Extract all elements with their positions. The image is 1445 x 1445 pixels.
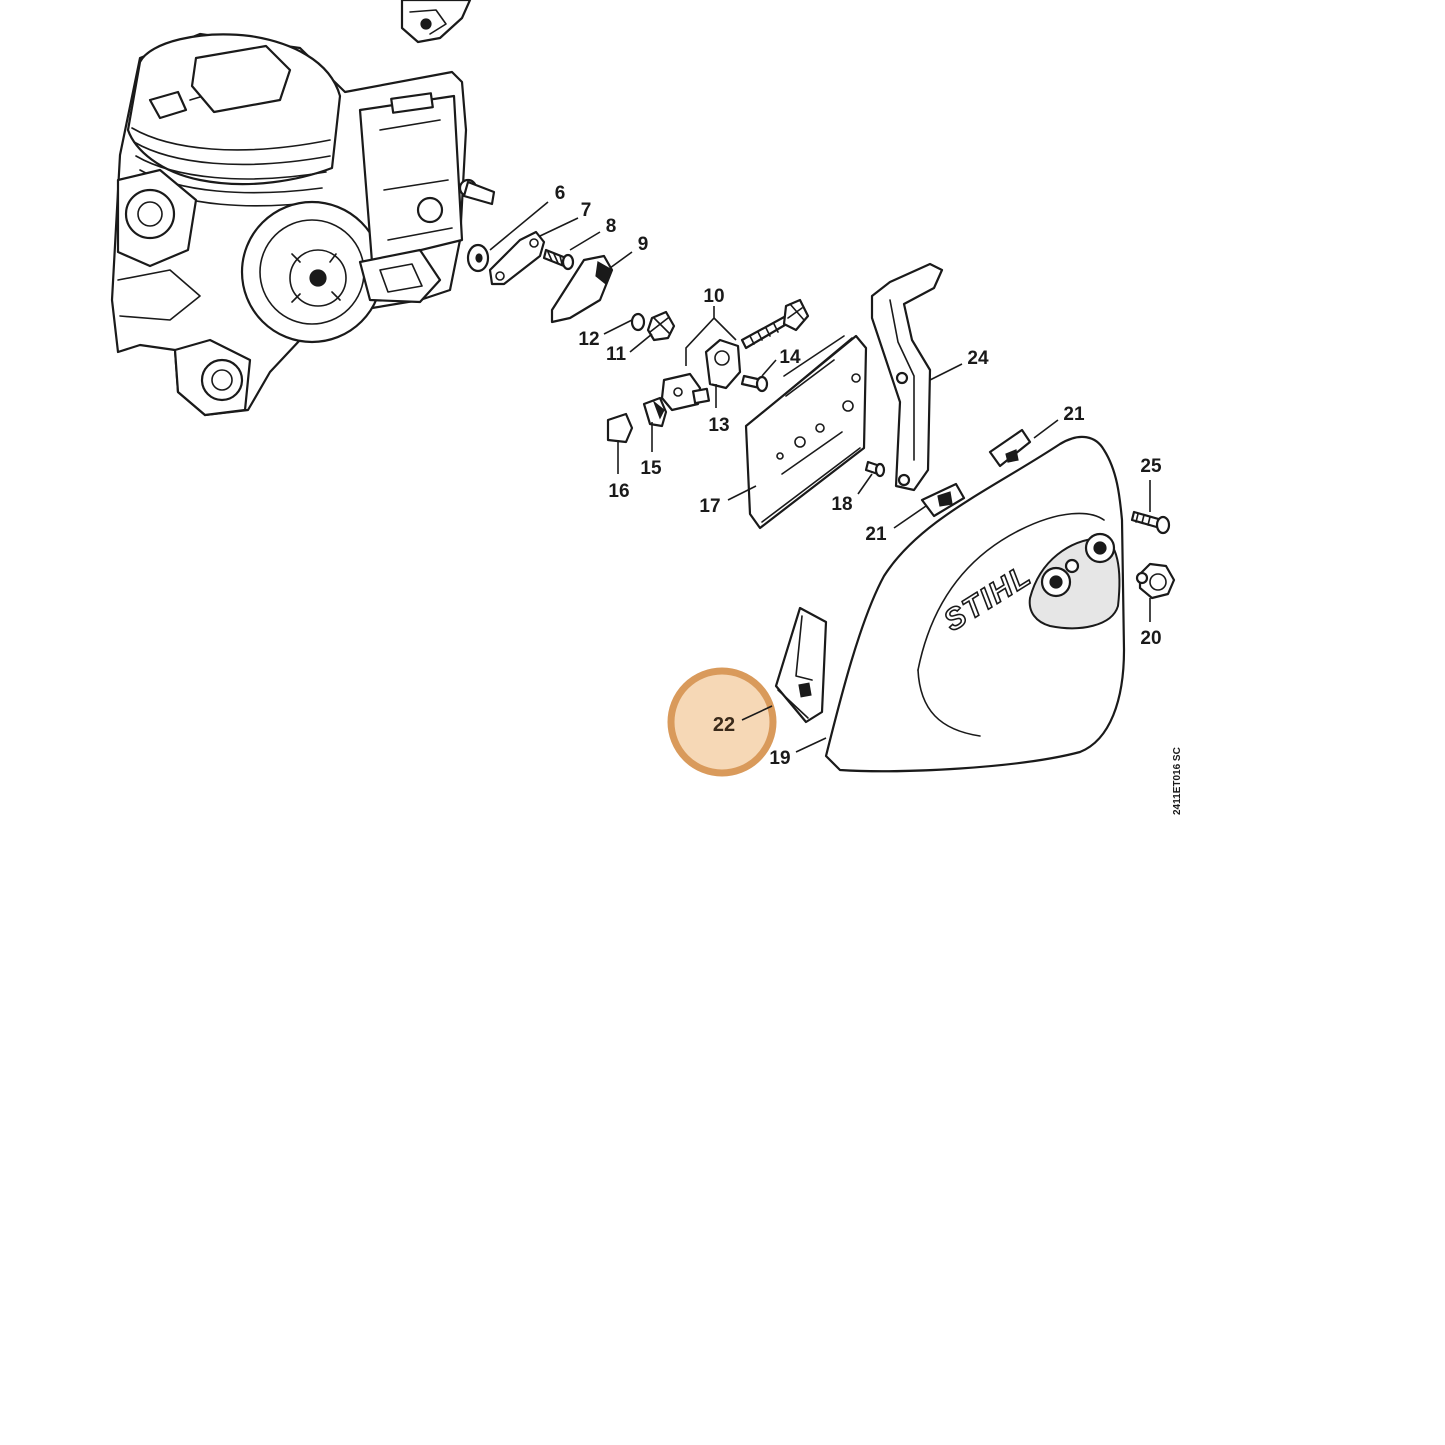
part-16-plug [606,412,634,444]
engine-housing [110,32,496,417]
part-21-pad-upper [988,428,1032,468]
part-21-pad-lower [920,482,966,518]
callout-25: 25 [1140,456,1162,477]
callout-11: 11 [606,344,627,365]
callout-12: 12 [578,329,599,350]
callout-21-lower: 21 [865,524,887,545]
part-25-screw [1130,510,1171,535]
callout-9: 9 [638,234,649,255]
callout-22: 22 [713,714,735,736]
part-8-screw [542,248,575,271]
part-15-clip [642,396,668,428]
callout-24: 24 [967,348,989,369]
part-24-bumper [870,262,944,492]
callout-14: 14 [779,347,801,368]
part-9-guide-block [550,254,614,324]
part-10-tensioner [660,298,810,412]
part-6-washer [466,243,490,273]
callout-18: 18 [831,494,852,515]
callout-19: 19 [769,748,790,769]
part-11-gear [646,310,676,342]
callout-13: 13 [708,415,729,436]
part-12-oring [630,312,646,332]
top-handle-fragment [400,0,472,44]
callout-7: 7 [581,200,592,221]
callout-10: 10 [703,286,724,307]
part-17-guide-plate [744,334,868,530]
callout-16: 16 [608,481,629,502]
part-22-insert [774,606,828,724]
document-code: 2411ET016 SC [1172,747,1183,815]
callout-20: 20 [1140,628,1161,649]
part-20-nut [1135,562,1176,600]
leader-lines [489,201,1151,753]
callouts: 6 7 8 9 10 11 12 13 14 15 16 17 18 19 20… [555,183,1162,769]
highlight-circle [667,667,777,777]
callout-17: 17 [699,496,720,517]
callout-8: 8 [606,216,617,237]
part-14-screw [740,374,769,393]
callout-15: 15 [640,458,662,479]
callout-21-upper: 21 [1063,404,1085,425]
part-7-plate [488,230,546,286]
part-19-sprocket-cover: STIHL [824,435,1126,773]
callout-6: 6 [555,183,566,204]
part-18-screw [864,460,886,478]
